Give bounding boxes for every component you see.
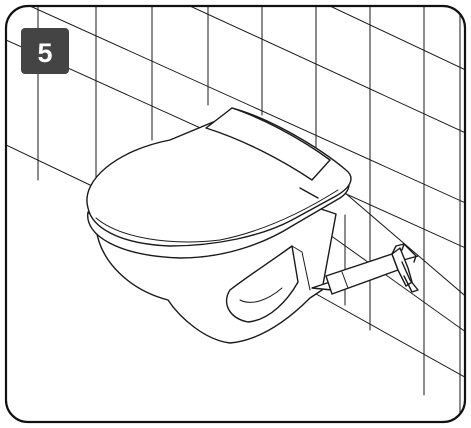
step-number: 5 — [37, 38, 52, 68]
wall-hung-toilet-icon — [87, 108, 351, 343]
step-number-badge: 5 — [21, 28, 69, 74]
